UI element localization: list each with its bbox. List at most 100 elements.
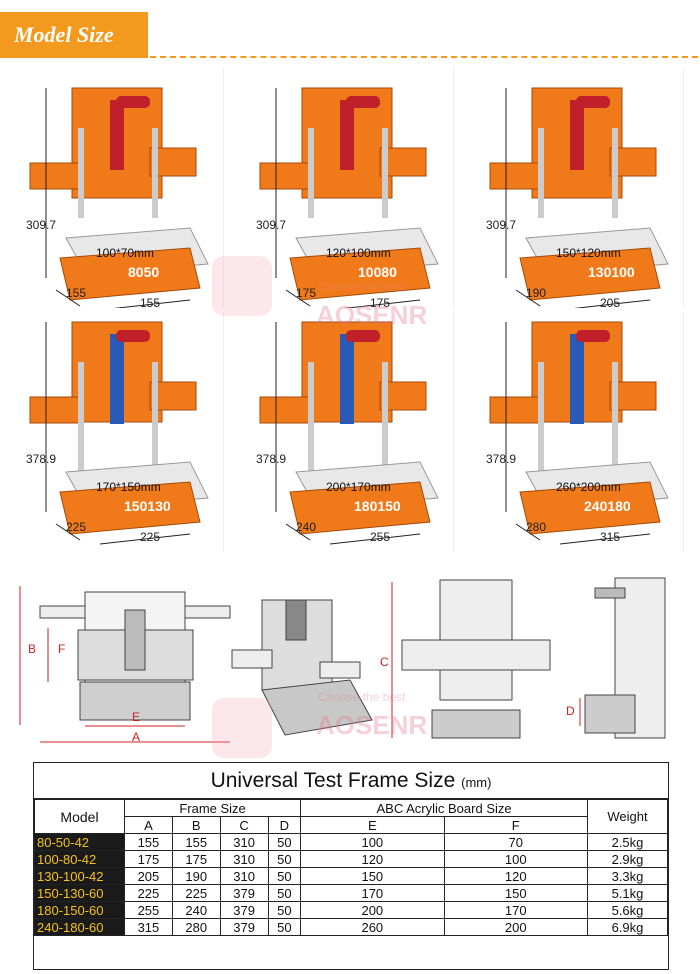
height-dimension: 378.9 — [256, 452, 287, 466]
machine-illustration — [489, 321, 669, 545]
width-dimension: 205 — [600, 296, 621, 310]
header-abc-board: ABC Acrylic Board Size — [300, 799, 588, 817]
cell-a: 225 — [124, 884, 173, 902]
machine-cell: 378.9 170*150mm 225 225 150130 — [0, 312, 224, 552]
cell-d: 50 — [267, 867, 302, 885]
depth-dimension: 240 — [296, 520, 317, 534]
cell-e: 260 — [300, 918, 445, 936]
col-a: A — [124, 816, 173, 834]
cell-weight: 2.5kg — [587, 833, 668, 851]
cell-f: 100 — [443, 850, 589, 868]
depth-dimension: 225 — [66, 520, 87, 534]
cell-c: 379 — [219, 884, 269, 902]
model-number-label: 180150 — [354, 498, 401, 514]
cell-model: 240-180-60 — [34, 918, 125, 936]
depth-dimension: 280 — [526, 520, 547, 534]
cell-d: 50 — [267, 918, 302, 936]
height-dimension: 378.9 — [486, 452, 517, 466]
depth-dimension: 175 — [296, 286, 317, 300]
cell-d: 50 — [267, 901, 302, 919]
cell-model: 180-150-60 — [34, 901, 125, 919]
machine-cell: 309.7 100*70mm 155 155 8050 — [0, 68, 224, 310]
machine-cell: 309.7 120*100mm 175 175 10080 — [230, 68, 454, 310]
plate-size-label: 200*170mm — [326, 480, 391, 494]
width-dimension: 315 — [600, 530, 621, 544]
width-dimension: 155 — [140, 296, 161, 310]
header-weight: Weight — [587, 799, 668, 834]
watermark-brand: AOSENR — [316, 710, 428, 740]
model-number-label: 240180 — [584, 498, 631, 514]
plate-size-label: 120*100mm — [326, 246, 391, 260]
watermark-logo — [212, 698, 272, 758]
cell-weight: 5.6kg — [587, 901, 668, 919]
machine-cell: 378.9 260*200mm 280 315 240180 — [460, 312, 684, 552]
dashed-divider — [150, 56, 698, 58]
cell-a: 255 — [124, 901, 173, 919]
height-dimension: 309.7 — [486, 218, 517, 232]
cell-weight: 6.9kg — [587, 918, 668, 936]
cell-model: 130-100-42 — [34, 867, 125, 885]
cell-weight: 5.1kg — [587, 884, 668, 902]
section-header: Model Size — [0, 0, 700, 62]
machine-illustration — [29, 87, 209, 308]
height-dimension: 309.7 — [256, 218, 287, 232]
cell-f: 70 — [443, 833, 589, 851]
plate-size-label: 100*70mm — [96, 246, 155, 260]
width-dimension: 255 — [370, 530, 391, 544]
machine-cell: 378.9 200*170mm 240 255 180150 — [230, 312, 454, 552]
cell-model: 100-80-42 — [34, 850, 125, 868]
width-dimension: 175 — [370, 296, 391, 310]
height-dimension: 378.9 — [26, 452, 57, 466]
section-title-badge: Model Size — [0, 12, 148, 58]
cell-b: 190 — [171, 867, 221, 885]
model-number-label: 10080 — [358, 264, 397, 280]
dim-label-f: F — [58, 642, 66, 656]
cell-model: 150-130-60 — [34, 884, 125, 902]
cell-e: 200 — [300, 901, 445, 919]
watermark-logo — [212, 256, 272, 316]
cell-weight: 2.9kg — [587, 850, 668, 868]
cell-b: 175 — [171, 850, 221, 868]
table-unit: (mm) — [461, 775, 492, 790]
watermark-brand: AOSENR — [316, 300, 428, 330]
cell-weight: 3.3kg — [587, 867, 668, 885]
cell-b: 225 — [171, 884, 221, 902]
cell-a: 155 — [124, 833, 173, 851]
dim-label-b: B — [28, 642, 37, 656]
height-dimension: 309.7 — [26, 218, 57, 232]
header-frame-size: Frame Size — [123, 799, 302, 817]
header-model: Model — [34, 799, 125, 834]
machine-illustration — [489, 87, 669, 308]
plate-size-label: 150*120mm — [556, 246, 621, 260]
cell-b: 240 — [171, 901, 221, 919]
col-b: B — [171, 816, 221, 834]
cell-c: 310 — [219, 850, 269, 868]
dim-label-a: A — [132, 730, 141, 744]
table-title-text: Universal Test Frame Size — [210, 769, 456, 792]
cell-c: 310 — [219, 833, 269, 851]
cell-a: 315 — [124, 918, 173, 936]
watermark-tagline: Choose the best — [318, 690, 406, 704]
cell-f: 120 — [443, 867, 589, 885]
cell-f: 200 — [443, 918, 589, 936]
cell-e: 170 — [300, 884, 445, 902]
machine-illustration — [259, 321, 439, 545]
plate-size-label: 170*150mm — [96, 480, 161, 494]
cell-c: 379 — [219, 918, 269, 936]
width-dimension: 225 — [140, 530, 161, 544]
model-number-label: 130100 — [588, 264, 635, 280]
watermark-tagline: Choose the best — [318, 280, 406, 294]
cell-d: 50 — [267, 884, 302, 902]
technical-drawings: B F E A C D Choose the best AOSENR — [0, 570, 700, 760]
cell-c: 379 — [219, 901, 269, 919]
dim-label-e: E — [132, 710, 141, 724]
cell-e: 100 — [300, 833, 445, 851]
plate-size-label: 260*200mm — [556, 480, 621, 494]
cell-e: 120 — [300, 850, 445, 868]
model-number-label: 8050 — [128, 264, 160, 280]
